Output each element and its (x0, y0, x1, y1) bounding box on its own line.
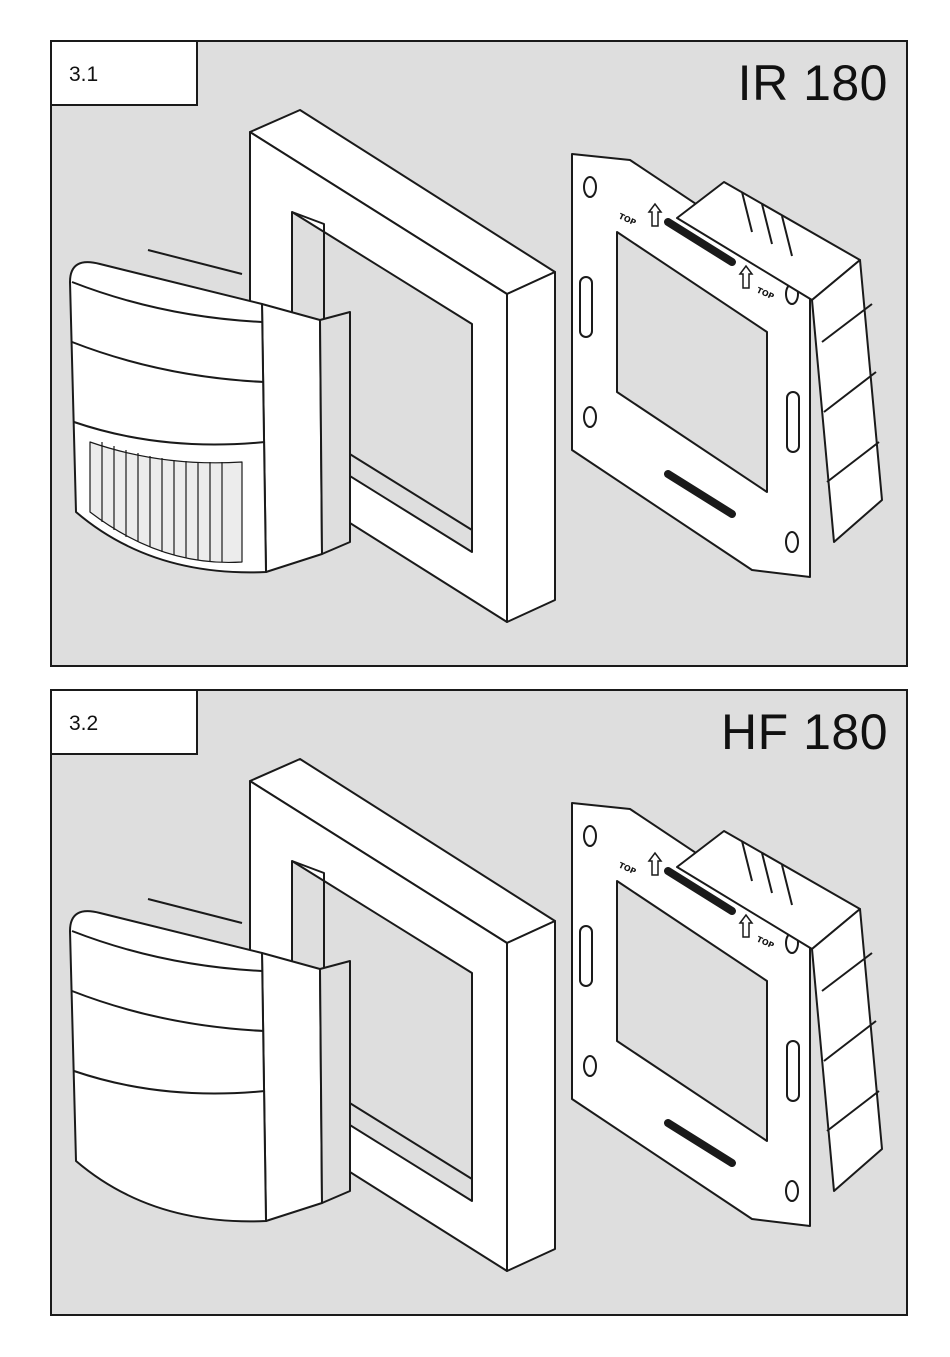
exploded-assembly-drawing: TOP TOP (52, 691, 908, 1316)
model-title: HF 180 (721, 703, 888, 761)
model-title: IR 180 (738, 54, 888, 112)
figure-panel-3-2: TOP TOP 3.2 HF 180 (50, 689, 908, 1316)
exploded-assembly-drawing: TOP TOP (52, 42, 908, 667)
figure-number: 3.1 (52, 42, 198, 106)
assembly-illustration-hf: TOP TOP (52, 691, 908, 1316)
figure-number: 3.2 (52, 691, 198, 755)
figure-panel-3-1: TOP TOP 3.1 IR 180 (50, 40, 908, 667)
assembly-illustration-ir: TOP TOP (52, 42, 908, 667)
